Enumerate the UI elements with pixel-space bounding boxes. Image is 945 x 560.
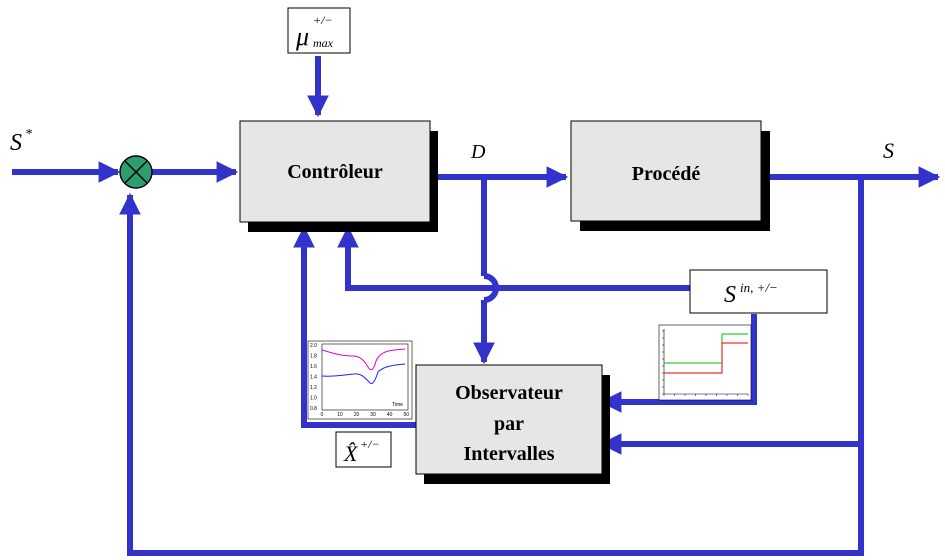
setpoint-star: *	[25, 127, 32, 142]
estimate-plot-thumbnail: 0 10 20 30 40 50 2.0 1.8 1.6 1.4 1.2 1.0 0.8 Time	[307, 340, 413, 420]
s-in-lower-step	[664, 342, 748, 374]
x-tick-label: 30	[370, 412, 376, 418]
controller-label: Contrôleur	[287, 161, 383, 183]
y-tick-label: 1.6	[310, 364, 317, 370]
dilution-label: D	[470, 141, 486, 163]
y-tick-label: 1.8	[310, 354, 317, 360]
observer-block: Observateur par Intervalles	[415, 364, 610, 484]
observer-label-line3: Intervalles	[463, 443, 554, 465]
s-in-plot-thumbnail	[658, 324, 752, 401]
mu-superscript: +/−	[313, 13, 333, 27]
process-label: Procédé	[632, 163, 701, 185]
y-tick-label: 2.0	[310, 343, 317, 349]
summing-junction	[119, 155, 153, 189]
lower-bound-curve	[321, 363, 406, 384]
setpoint-label: S	[10, 130, 22, 156]
feedback-wire	[119, 192, 864, 556]
s-in-symbol: S	[724, 282, 736, 308]
y-tick-label: 1.0	[310, 396, 317, 402]
controller-block: Contrôleur	[239, 120, 438, 232]
sin-to-observer-wire	[599, 314, 757, 413]
s-in-superscript: in, +/−	[740, 280, 778, 295]
estimate-to-controller-wire	[293, 225, 416, 428]
s-in-box: S in, +/−	[689, 269, 828, 314]
sin-to-controller-wire	[337, 225, 690, 291]
mu-symbol: μ	[295, 22, 309, 51]
x-tick-label: 50	[404, 412, 410, 418]
x-tick-label: 10	[337, 412, 343, 418]
observer-label-line1: Observateur	[455, 382, 563, 404]
x-tick-label: 0	[321, 412, 324, 418]
x-tick-label: 20	[354, 412, 360, 418]
mu-max-box: μ +/− max	[287, 7, 351, 54]
observer-label-line2: par	[494, 413, 524, 435]
x-hat-superscript: +/−	[360, 437, 380, 451]
output-label: S	[883, 138, 894, 163]
x-hat-box: X̂ +/−	[335, 431, 392, 468]
y-tick-label: 1.4	[310, 375, 317, 381]
time-axis-label: Time	[392, 402, 403, 408]
process-block: Procédé	[570, 120, 770, 231]
y-tick-label: 0.8	[310, 406, 317, 412]
x-hat-symbol: X̂	[343, 441, 359, 466]
y-tick-label: 1.2	[310, 385, 317, 391]
mu-subscript: max	[313, 36, 334, 50]
x-tick-label: 40	[387, 412, 393, 418]
upper-bound-curve	[321, 348, 406, 371]
